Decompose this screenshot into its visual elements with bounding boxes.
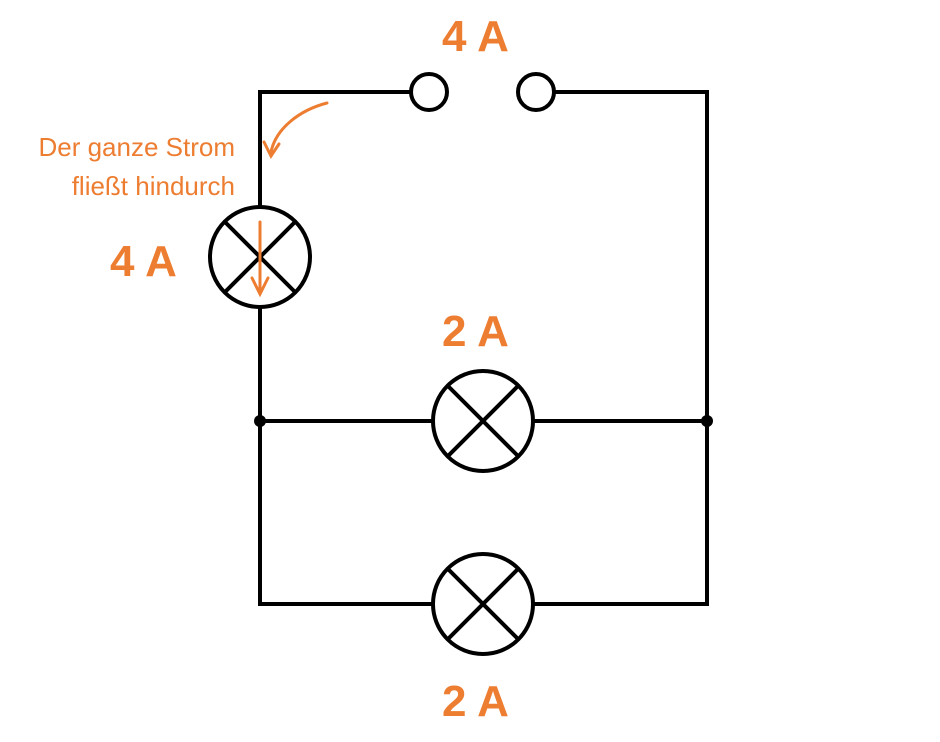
wire-left: [258, 305, 435, 606]
wire-top-left: [258, 90, 413, 209]
curved-arrow-icon: [269, 101, 329, 154]
lamp-3: [431, 552, 535, 656]
lamp-2: [431, 369, 535, 473]
lamp3-current-label: 2 A: [442, 677, 509, 726]
junction-left: [254, 415, 266, 427]
annotation-line-2: fließt hindurch: [71, 171, 235, 201]
annotation-line-1: Der ganze Strom: [38, 132, 235, 162]
switch-terminal-right: [516, 72, 556, 112]
switch-current-label: 4 A: [442, 12, 509, 61]
current-arrow-icon: [250, 220, 270, 298]
junction-right: [701, 415, 713, 427]
lamp1-current-label: 4 A: [110, 237, 177, 286]
lamp2-current-label: 2 A: [442, 307, 509, 356]
wire-top-right: [552, 90, 709, 606]
annotation-text: Der ganze Strom fließt hindurch: [38, 128, 235, 206]
curved-arrow-head-icon: [262, 140, 281, 159]
switch-terminal-left: [409, 72, 449, 112]
